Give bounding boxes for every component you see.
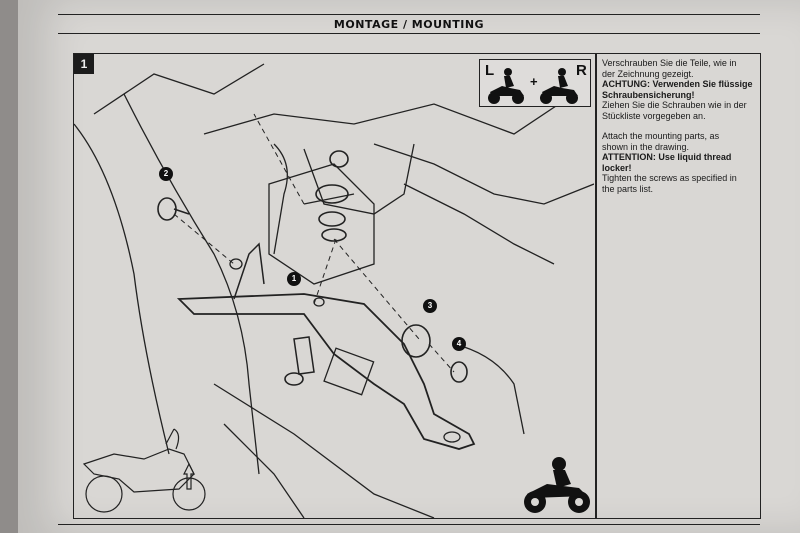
de-line2: der Zeichnung gezeigt. bbox=[602, 68, 694, 79]
en-line1: Attach the mounting parts, as bbox=[602, 131, 720, 141]
en-line4: the parts list. bbox=[602, 183, 654, 194]
de-warning1: ACHTUNG: Verwenden Sie flüssige bbox=[602, 79, 753, 89]
en-line2: shown in the drawing. bbox=[602, 141, 690, 152]
left-label: L bbox=[485, 62, 495, 79]
plus-sign: + bbox=[530, 74, 538, 89]
page-title: MONTAGE / MOUNTING bbox=[333, 18, 485, 31]
step-panel: 1 bbox=[73, 53, 761, 519]
de-line1: Verschrauben Sie die Teile, wie in bbox=[602, 58, 737, 68]
motorcycle-rider-icon bbox=[524, 457, 590, 513]
instructions-text: Verschrauben Sie die Teile, wie in der Z… bbox=[602, 58, 757, 194]
de-line3: Ziehen Sie die Schrauben wie in der bbox=[602, 100, 747, 110]
orientation-box: L R + bbox=[479, 59, 591, 107]
de-warning2: Schraubensicherung! bbox=[602, 89, 695, 100]
en-warning1: ATTENTION: Use liquid thread bbox=[602, 152, 732, 162]
de-line4: Stückliste vorgegeben an. bbox=[602, 110, 706, 121]
motorcycle-rider-left-icon bbox=[488, 68, 578, 104]
column-divider bbox=[595, 54, 597, 518]
mounting-drawing bbox=[74, 63, 594, 518]
instruction-sheet: MONTAGE / MOUNTING 1 bbox=[18, 0, 800, 533]
en-line3: Tighten the screws as specified in bbox=[602, 173, 737, 183]
en-warning2: locker! bbox=[602, 162, 632, 173]
bottom-rule bbox=[58, 524, 760, 525]
callout-1: 1 bbox=[287, 272, 301, 286]
callout-2: 2 bbox=[159, 167, 173, 181]
step-number: 1 bbox=[74, 54, 94, 74]
callout-3: 3 bbox=[423, 299, 437, 313]
top-rule bbox=[58, 14, 760, 15]
callout-4: 4 bbox=[452, 337, 466, 351]
title-rule bbox=[58, 33, 760, 34]
motorcycle-outline-icon bbox=[82, 428, 206, 513]
right-label: R bbox=[576, 62, 587, 79]
